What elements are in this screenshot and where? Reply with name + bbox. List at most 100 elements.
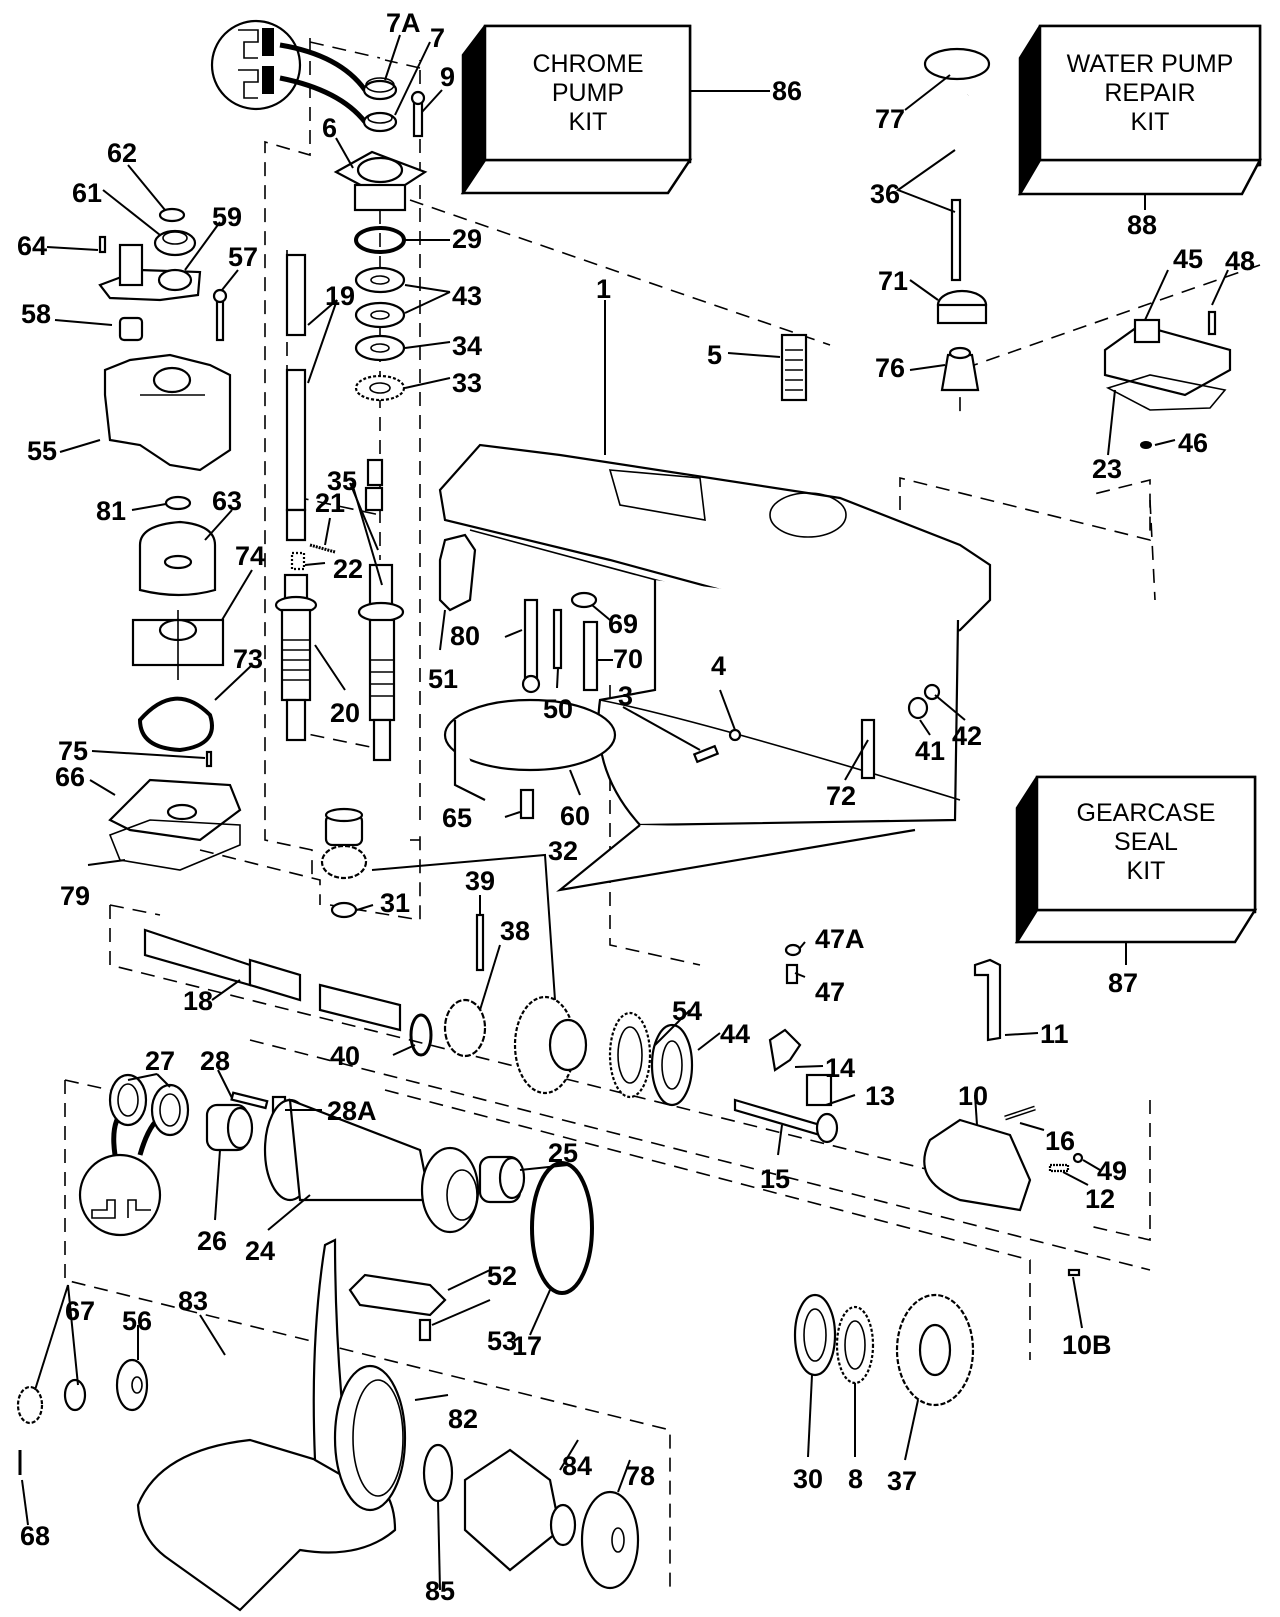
callout-7: 7: [430, 23, 445, 53]
kit-text-line: REPAIR: [1104, 79, 1195, 107]
part-34-washer: [354, 334, 406, 362]
part-4-nut: [728, 728, 742, 742]
part-35-pinion-shaft: [364, 458, 384, 512]
callout-24: 24: [245, 1236, 275, 1266]
kit-box-chrome-pump[interactable]: CHROME PUMP KIT 86: [460, 24, 802, 195]
callout-52: 52: [487, 1261, 517, 1291]
part-57-screw: [212, 288, 228, 342]
part-78-washer: [580, 1490, 640, 1590]
callout-26: 26: [197, 1226, 227, 1256]
part-70-screw: [582, 620, 599, 692]
callout-34: 34: [452, 331, 482, 361]
part-49-ball: [1072, 1152, 1084, 1164]
part-26-bearing: [205, 1103, 254, 1152]
part-61-grommet: [153, 229, 197, 257]
part-66-plate: [108, 778, 242, 842]
part-80-screw: [521, 598, 541, 694]
callout-60: 60: [560, 801, 590, 831]
callout-83: 83: [178, 1286, 208, 1316]
part-11-shift-lever: [973, 958, 1002, 1042]
callout-12: 12: [1085, 1184, 1115, 1214]
part-69-washer: [570, 591, 598, 609]
callout-labels: 7A 7 9 6 29 43 34 33 62 61 59 64 57 58 1…: [17, 8, 1255, 1606]
part-55-pump-housing: [103, 353, 232, 472]
part-31-nut: [330, 901, 358, 919]
part-28-screw: [230, 1091, 269, 1110]
part-15-shift-shaft: [733, 1098, 839, 1144]
callout-41: 41: [915, 736, 945, 766]
part-54-thrust-bearing: [608, 1011, 652, 1099]
part-1-gearcase-housing: [438, 443, 992, 892]
part-22-spring: [290, 551, 306, 571]
part-47a-washer: [784, 943, 802, 957]
part-75-pin: [205, 750, 213, 768]
callout-57: 57: [228, 242, 258, 272]
callout-59: 59: [212, 202, 242, 232]
part-8-thrust-bearing: [835, 1305, 875, 1385]
callout-38: 38: [500, 916, 530, 946]
callout-43: 43: [452, 281, 482, 311]
callout-40: 40: [330, 1041, 360, 1071]
callout-14: 14: [825, 1053, 855, 1083]
callout-85: 85: [425, 1576, 455, 1606]
kit-text-line: PUMP: [552, 79, 624, 107]
part-41-plug: [907, 696, 929, 720]
callout-10: 10: [958, 1081, 988, 1111]
part-3-screw: [692, 744, 720, 764]
callout-18: 18: [183, 986, 213, 1016]
callout-28: 28: [200, 1046, 230, 1076]
callout-20: 20: [330, 698, 360, 728]
callout-67: 67: [65, 1296, 95, 1326]
leader-lines: [21, 34, 1229, 1591]
callout-53: 53: [487, 1326, 517, 1356]
callout-32: 32: [548, 836, 578, 866]
part-30-washer: [793, 1293, 837, 1377]
part-21-pin: [309, 543, 336, 554]
part-23-gasket: [1105, 374, 1227, 411]
kit-text-line: KIT: [1131, 108, 1170, 136]
callout-56: 56: [122, 1306, 152, 1336]
part-48-screw: [1207, 310, 1217, 336]
part-73-oring: [137, 696, 214, 753]
part-7a-seal: [362, 77, 398, 101]
part-81-oring: [164, 495, 192, 511]
callout-11: 11: [1040, 1019, 1069, 1049]
part-60-trim-tab: [443, 698, 617, 801]
callout-10b: 10B: [1062, 1330, 1112, 1360]
part-59-pump-housing-top: [98, 243, 202, 302]
kit-text-line: CHROME: [532, 50, 643, 78]
callout-51: 51: [428, 664, 458, 694]
kit-box-gearcase-seal[interactable]: GEARCASE SEAL KIT 87: [1014, 775, 1258, 998]
callout-69: 69: [608, 609, 638, 639]
part-14-cradle: [768, 1028, 802, 1072]
callout-71: 71: [878, 266, 908, 296]
callout-17: 17: [512, 1331, 542, 1361]
part-17-oring: [530, 1161, 594, 1295]
part-37-reverse-gear: [895, 1293, 975, 1407]
part-46-washer: [1140, 441, 1152, 449]
callout-21: 21: [315, 488, 345, 518]
part-24-bearing-housing: [263, 1098, 480, 1234]
callout-16: 16: [1045, 1126, 1075, 1156]
part-74-impeller: [131, 610, 225, 680]
callout-49: 49: [1097, 1156, 1127, 1186]
kit-text-line: KIT: [569, 108, 608, 136]
callout-39: 39: [465, 866, 495, 896]
callout-75: 75: [58, 736, 88, 766]
part-16-pin: [1004, 1105, 1036, 1121]
callout-78: 78: [625, 1461, 655, 1491]
callout-58: 58: [21, 299, 51, 329]
kit-box-water-pump-repair[interactable]: WATER PUMP REPAIR KIT 88: [1017, 24, 1263, 240]
part-9-screw: [410, 90, 426, 138]
callout-87: 87: [1108, 968, 1138, 998]
part-7-seal: [362, 111, 398, 133]
callout-29: 29: [452, 224, 482, 254]
part-77-grommet: [923, 47, 991, 81]
callout-66: 66: [55, 762, 85, 792]
callout-88: 88: [1127, 210, 1157, 240]
callout-76: 76: [875, 353, 905, 383]
callout-6: 6: [322, 113, 337, 143]
part-52-anode: [348, 1273, 447, 1317]
part-32-forward-gear: [513, 995, 588, 1095]
